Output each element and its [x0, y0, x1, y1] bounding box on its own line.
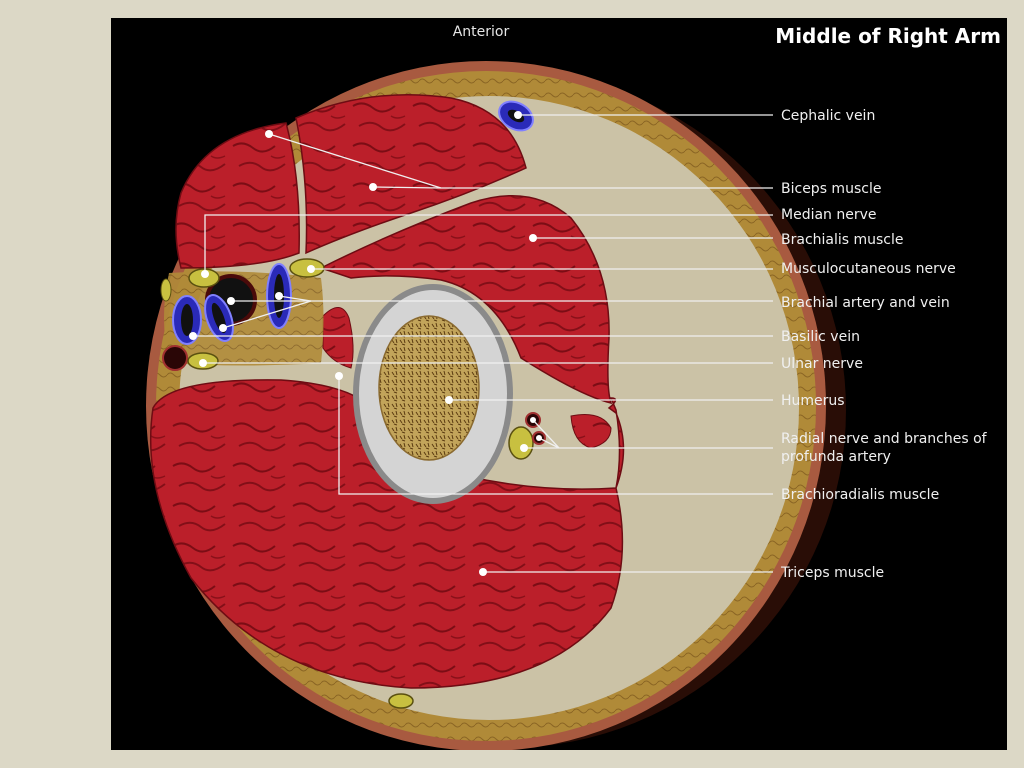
- median-nerve-shape: [188, 268, 220, 288]
- radial-nerve-shape: [508, 426, 534, 460]
- brachialis-muscle: [319, 194, 613, 405]
- label-humerus: Humerus: [781, 393, 845, 409]
- label-biceps-muscle: Biceps muscle: [781, 181, 882, 197]
- arm-cross-section: [146, 61, 846, 750]
- label-ulnar-nerve: Ulnar nerve: [781, 356, 863, 372]
- label-cephalic-vein: Cephalic vein: [781, 108, 876, 124]
- diagram-panel: Anterior Middle of Right Arm Cephalic ve…: [111, 18, 1007, 750]
- superior-ulnar-artery: [162, 345, 188, 371]
- label-triceps-muscle: Triceps muscle: [781, 565, 885, 581]
- leader-lines: [193, 114, 773, 573]
- lateral-muscle-slip: [570, 414, 612, 449]
- posterior-cutaneous-nerve: [388, 693, 414, 709]
- orientation-label: Anterior: [452, 24, 510, 40]
- humerus-marrow: [378, 315, 480, 461]
- label-brachial-artery-vein: Brachial artery and vein: [781, 295, 950, 311]
- label-brachialis-muscle: Brachialis muscle: [781, 232, 904, 248]
- medial-cutaneous-nerve: [160, 278, 172, 302]
- label-radial-nerve: Radial nerve and branches of profunda ar…: [781, 431, 987, 465]
- diagram-title: Middle of Right Arm: [775, 24, 1001, 48]
- musculocutaneous-nerve-shape: [289, 258, 325, 278]
- label-brachioradialis-muscle: Brachioradialis muscle: [781, 487, 940, 503]
- biceps-medial-head: [295, 94, 527, 255]
- label-basilic-vein: Basilic vein: [781, 329, 860, 345]
- pointer-dots: [189, 111, 542, 576]
- label-musculocutaneous-nerve: Musculocutaneous nerve: [781, 261, 956, 277]
- label-median-nerve: Median nerve: [781, 207, 877, 223]
- biceps-lateral-head: [175, 122, 300, 269]
- brachioradialis-muscle: [322, 307, 354, 369]
